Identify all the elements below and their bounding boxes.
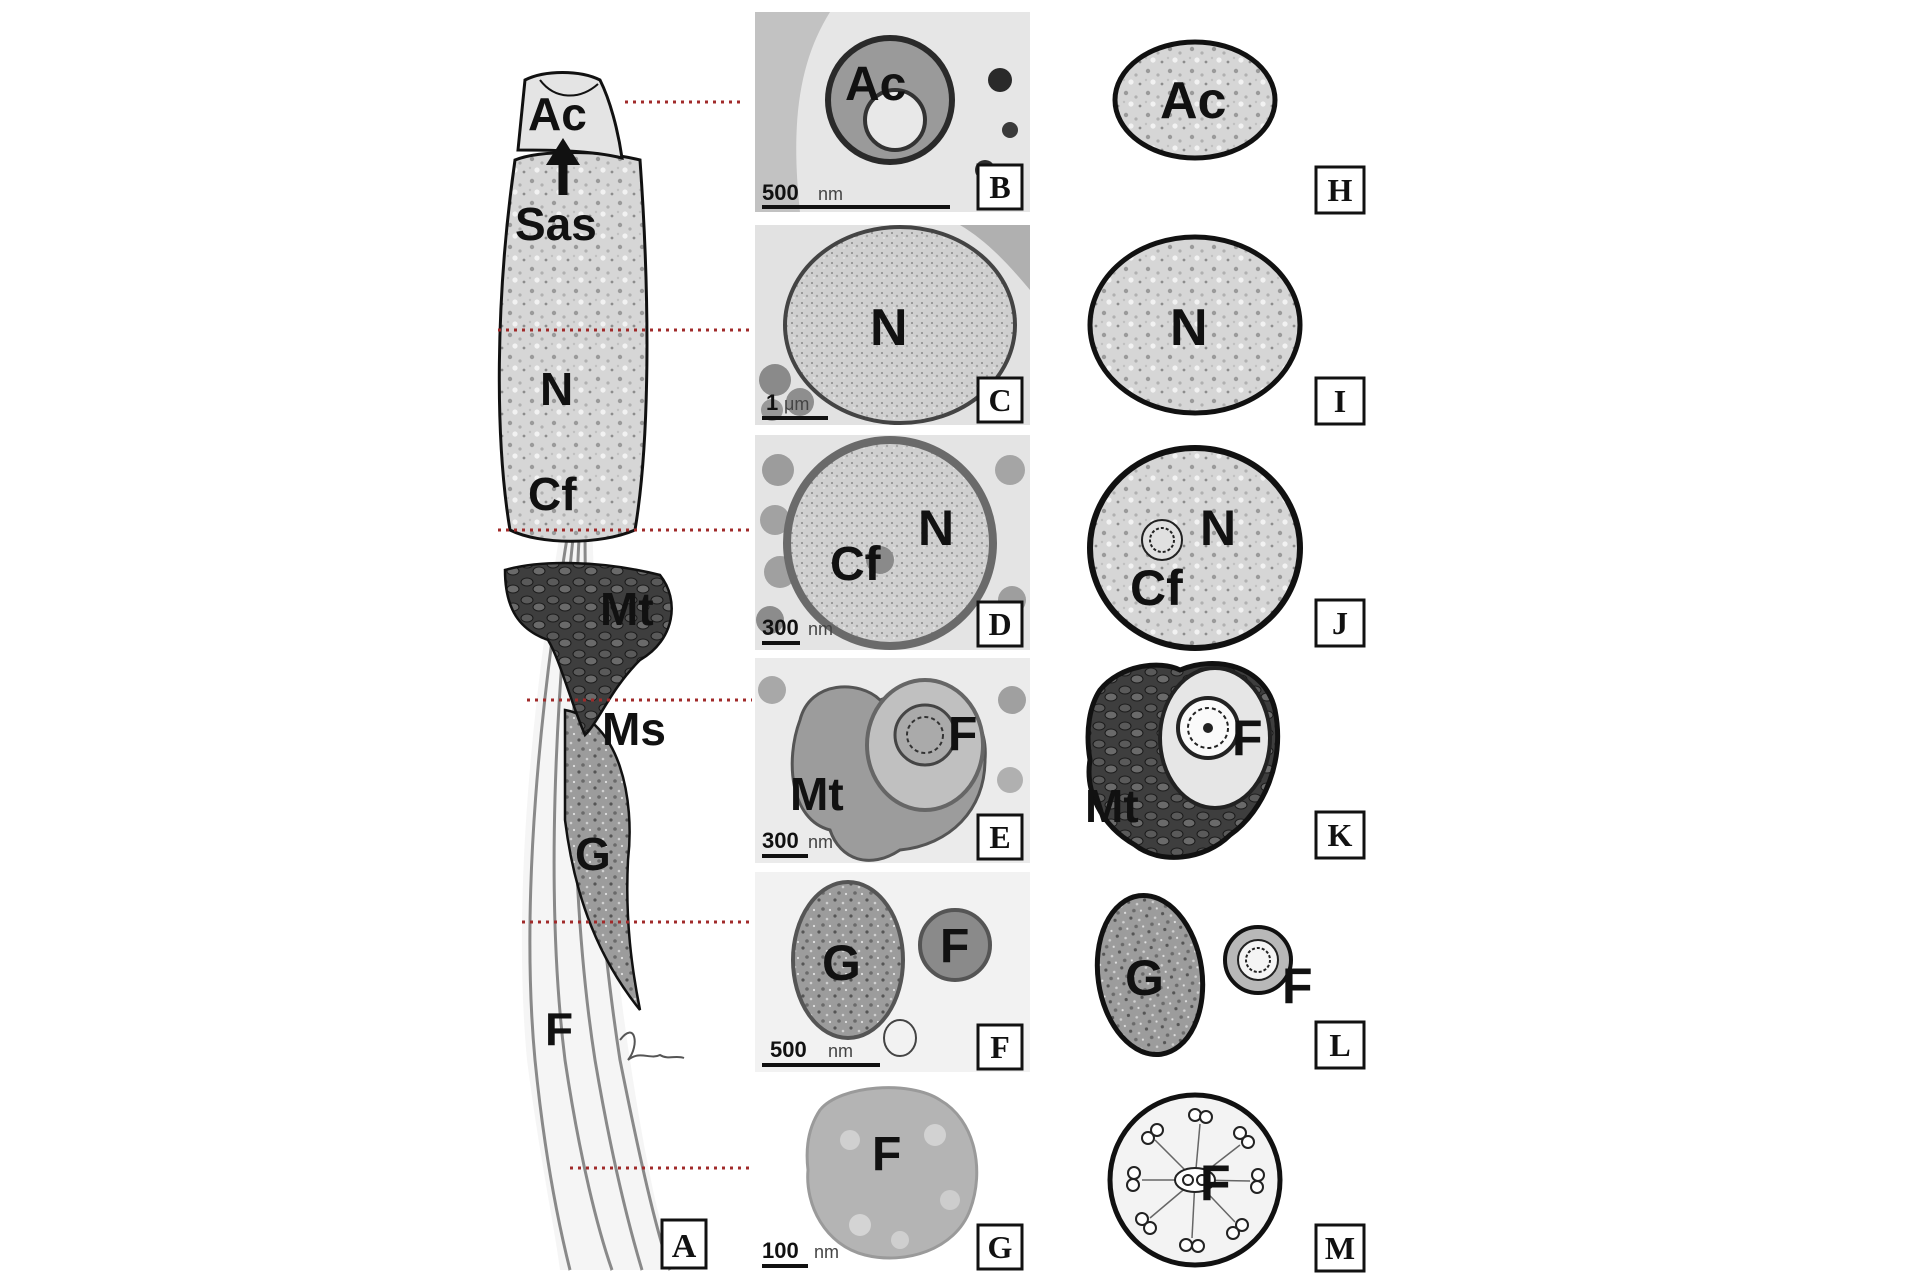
artist-signature xyxy=(619,1031,685,1061)
label-g: G xyxy=(575,828,611,880)
label-ms: Ms xyxy=(602,703,666,755)
schematic-k: F Mt K xyxy=(1085,661,1366,860)
panel-letter-f: F xyxy=(990,1029,1010,1065)
schematic-k-label-1: F xyxy=(1232,710,1263,766)
micrograph-c-label-1: N xyxy=(870,299,908,357)
panel-letter-g: G xyxy=(988,1229,1013,1265)
micrograph-e-label-1: F xyxy=(948,708,977,761)
micrograph-f-label-1: G xyxy=(822,935,861,991)
label-mt: Mt xyxy=(600,583,654,635)
schematic-h-label-1: Ac xyxy=(1160,72,1226,130)
label-f: F xyxy=(545,1003,573,1055)
scale-d-unit: nm xyxy=(808,619,833,639)
panel-letter-a: A xyxy=(672,1228,697,1265)
scale-g-value: 100 xyxy=(762,1238,799,1263)
panel-letter-b: B xyxy=(989,169,1010,205)
panel-letter-l: L xyxy=(1329,1027,1350,1063)
micrograph-c: N 1 μm C xyxy=(755,225,1030,425)
schematic-l: G F L xyxy=(1094,892,1366,1070)
panel-letter-k: K xyxy=(1328,817,1353,853)
panel-letter-e: E xyxy=(989,819,1010,855)
micrograph-f: G F 500 nm F xyxy=(755,872,1030,1072)
panel-letter-h: H xyxy=(1328,172,1353,208)
guide-lines xyxy=(498,100,752,1170)
schematic-j-label-2: Cf xyxy=(1130,560,1183,616)
micrograph-d-label-1: Cf xyxy=(830,538,882,591)
micrograph-f-label-2: F xyxy=(940,920,969,973)
panel-letter-j: J xyxy=(1332,605,1348,641)
label-ac: Ac xyxy=(528,88,587,140)
schematic-m-label-1: F xyxy=(1200,1155,1231,1211)
label-cf: Cf xyxy=(528,468,577,520)
scale-c-unit: μm xyxy=(784,394,809,414)
micrograph-g: F 100 nm G xyxy=(755,1080,1030,1280)
panel-letter-i: I xyxy=(1334,383,1346,419)
panel-letter-c: C xyxy=(988,382,1011,418)
micrograph-d: Cf N 300 nm D xyxy=(755,435,1030,650)
micrograph-b: Ac 500 nm B xyxy=(755,12,1030,212)
axoneme-doublets xyxy=(1126,1108,1265,1253)
schematic-h: Ac H xyxy=(1112,39,1366,215)
schematic-j-label-1: N xyxy=(1200,500,1236,556)
panel-letter-d: D xyxy=(988,606,1011,642)
micrograph-e-label-2: Mt xyxy=(790,768,844,820)
arrow-up-icon xyxy=(546,138,580,195)
micrograph-e: F Mt 300 nm E xyxy=(755,658,1030,863)
micrograph-b-label-1: Ac xyxy=(845,58,906,111)
schematic-l-label-2: F xyxy=(1282,958,1313,1014)
scale-c-value: 1 xyxy=(766,390,778,415)
scale-e-value: 300 xyxy=(762,828,799,853)
schematic-l-label-1: G xyxy=(1125,950,1164,1006)
scale-d-value: 300 xyxy=(762,615,799,640)
scale-e-unit: nm xyxy=(808,832,833,852)
micrograph-d-label-2: N xyxy=(918,500,954,556)
scale-b-unit: nm xyxy=(818,184,843,204)
schematic-k-label-2: Mt xyxy=(1085,780,1139,832)
panel-letter-m: M xyxy=(1325,1230,1355,1266)
panel-box-a xyxy=(660,1218,708,1270)
scale-b-value: 500 xyxy=(762,180,799,205)
scale-g-unit: nm xyxy=(814,1242,839,1262)
scale-f-value: 500 xyxy=(770,1037,807,1062)
scale-f-unit: nm xyxy=(828,1041,853,1061)
panel-a-drawing: Ac Sas N Cf Mt Ms G F A xyxy=(497,71,708,1271)
schematic-i: N I xyxy=(1087,234,1366,426)
label-sas: Sas xyxy=(515,198,597,250)
mitochondrial-region xyxy=(503,561,673,738)
micrograph-g-label-1: F xyxy=(872,1128,901,1181)
schematic-j: N Cf J xyxy=(1087,445,1366,651)
glycogen-region xyxy=(563,708,642,1011)
label-n: N xyxy=(540,363,573,415)
schematic-i-label-1: N xyxy=(1170,299,1208,357)
schematic-m: F M xyxy=(1107,1092,1366,1273)
